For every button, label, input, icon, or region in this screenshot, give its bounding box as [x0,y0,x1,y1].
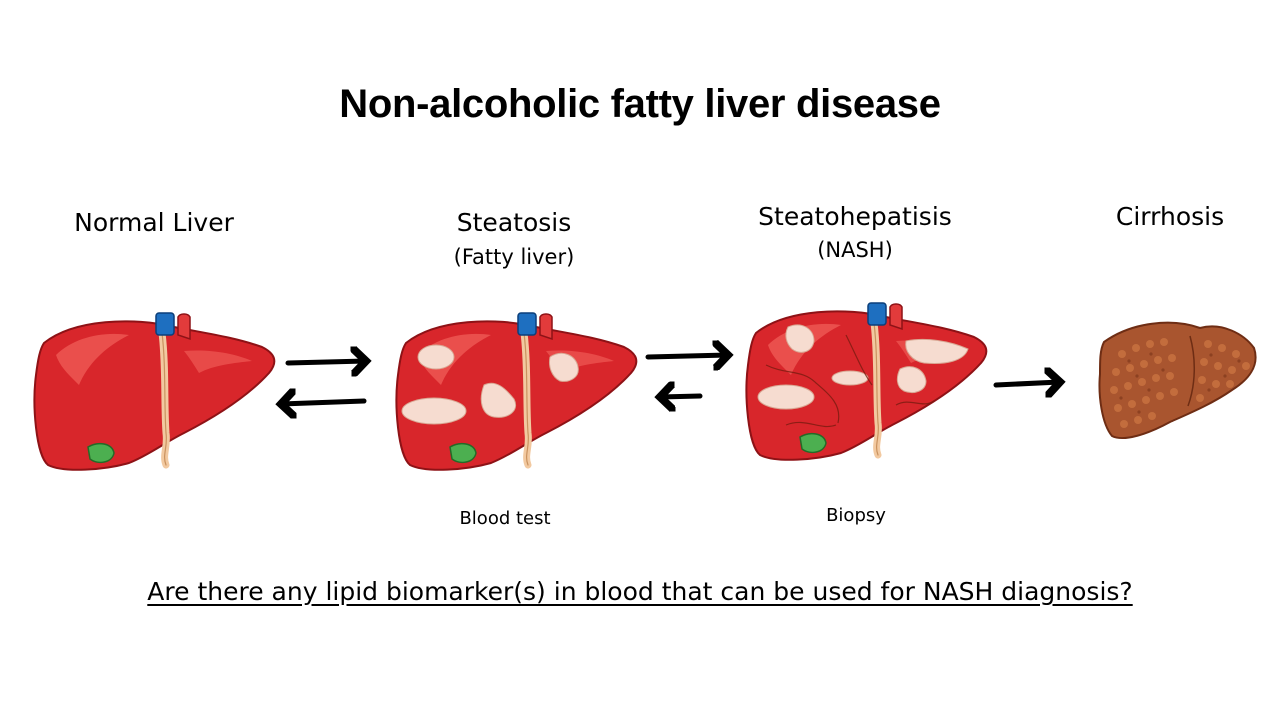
stage-label-nash: Steatohepatisis [758,202,952,231]
stage-label-normal: Normal Liver [74,208,234,237]
arrow-steatosis-to-normal [281,401,367,404]
method-blood-test: Blood test [459,508,551,529]
research-question-text: Are there any lipid biomarker(s) in bloo… [147,577,1133,606]
arrow-steatosis-to-nash [645,355,728,357]
stage-label-steatosis: Steatosis [456,208,572,237]
liver-normal-image [35,313,275,470]
arrow-nash-to-cirrhosis [993,382,1060,385]
liver-steatosis-image [397,313,637,470]
liver-cirrhosis-image [1098,321,1257,440]
liver-nash-image [747,303,987,460]
method-biopsy: Biopsy [826,505,886,526]
stage-sublabel-steatosis: (Fatty liver) [453,245,575,269]
page-title: Non-alcoholic fatty liver disease [339,82,941,126]
stage-sublabel-nash: (NASH) [817,238,893,262]
stage-label-cirrhosis: Cirrhosis [1115,202,1225,231]
arrow-nash-to-steatosis [660,396,703,397]
research-question: Are there any lipid biomarker(s) in bloo… [0,577,1280,606]
arrow-normal-to-steatosis [285,361,366,363]
